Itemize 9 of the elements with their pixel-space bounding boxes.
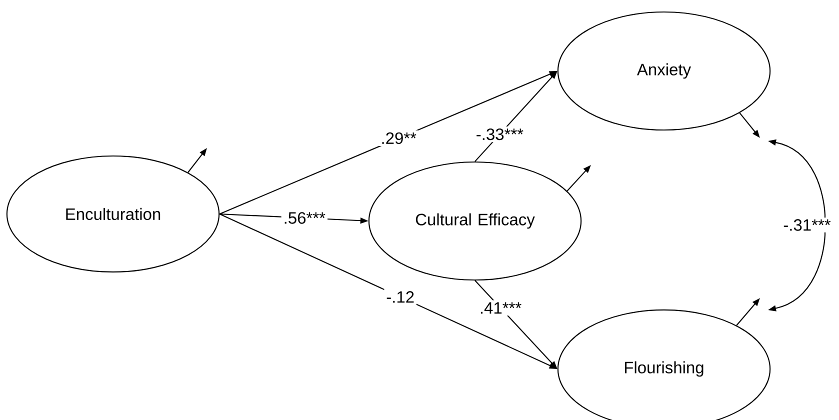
path-coefficient: -.33*** <box>474 126 526 142</box>
ellipse-node: Cultural Efficacy <box>368 161 582 281</box>
covariance-label: -.31*** <box>782 218 832 232</box>
path-coefficient: .41*** <box>477 300 524 316</box>
path-coefficient: .56*** <box>281 210 328 226</box>
path-coefficient: -.12 <box>384 289 417 305</box>
ellipse-node: Enculturation <box>6 155 220 273</box>
ellipse-node: Anxiety <box>557 11 771 131</box>
path-coefficient: .29** <box>378 130 419 146</box>
